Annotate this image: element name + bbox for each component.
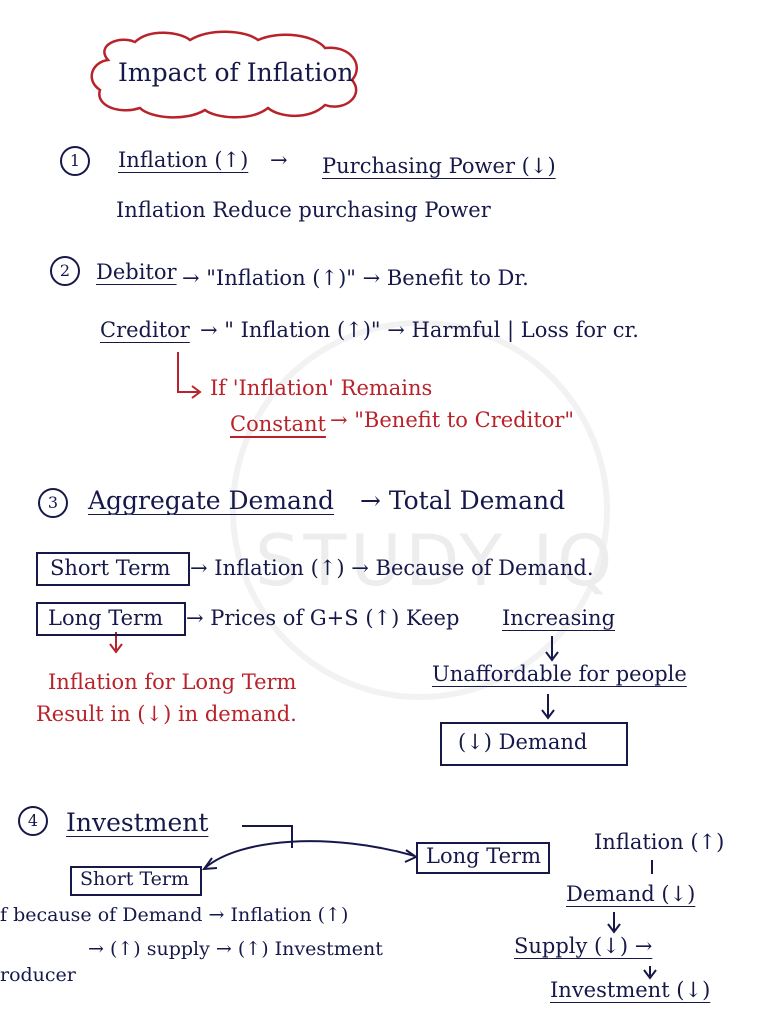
- creditor-hook-arrow: [177, 352, 198, 393]
- s4-inflation-up: Inflation (↑): [594, 830, 725, 854]
- s4-line-2: → (↑) supply → (↑) Investment: [88, 938, 383, 960]
- section-number-4: 4: [18, 806, 48, 836]
- unaffordable-down-arrow: [541, 694, 555, 720]
- s4-short-term-box: [70, 866, 202, 896]
- s4-supply-down: Supply (↓) →: [514, 934, 653, 958]
- s1-arrow: →: [270, 148, 288, 172]
- s1-note: Inflation Reduce purchasing Power: [116, 198, 491, 222]
- s3-increasing: Increasing: [502, 606, 616, 630]
- investment-branch-curve: [204, 840, 416, 869]
- s4-short-term: Short Term: [80, 868, 189, 890]
- long-term-box: [36, 602, 186, 636]
- s4-long-term: Long Term: [426, 844, 541, 868]
- short-term-box: [36, 552, 190, 586]
- s4-line-3: roducer: [0, 964, 76, 986]
- s2-red-note-constant: Constant: [230, 412, 326, 436]
- s2-red-note-2: → "Benefit to Creditor": [330, 408, 575, 432]
- s3-aggregate-demand: Aggregate Demand: [88, 486, 335, 515]
- section-number-2: 2: [50, 256, 80, 286]
- s2-creditor: Creditor: [100, 318, 190, 342]
- chain-arrow-3: [643, 966, 657, 980]
- s3-red-note-2: Result in (↓) in demand.: [36, 702, 297, 726]
- s2-red-note-1: If 'Inflation' Remains: [210, 376, 433, 400]
- s3-demand-down: (↓) Demand: [458, 730, 588, 754]
- page-title: Impact of Inflation: [118, 58, 354, 87]
- section-number-1: 1: [60, 146, 90, 176]
- s1-purchasing-power: Purchasing Power (↓): [322, 154, 556, 178]
- demand-down-box: [440, 722, 628, 766]
- s4-investment: Investment: [66, 808, 209, 837]
- increasing-down-arrow: [545, 636, 559, 662]
- s3-short-relation: → Inflation (↑) → Because of Demand.: [190, 556, 594, 580]
- investment-bracket: [242, 825, 293, 848]
- s2-creditor-relation: → " Inflation (↑)" → Harmful | Loss for …: [200, 318, 639, 342]
- s4-line-1: f because of Demand → Inflation (↑): [0, 904, 349, 926]
- s4-long-term-box: [416, 842, 550, 874]
- s4-investment-down: Investment (↓): [550, 978, 711, 1002]
- s3-unaffordable: Unaffordable for people: [432, 662, 687, 686]
- section-number-3: 3: [38, 488, 68, 518]
- s3-short-term: Short Term: [50, 556, 171, 580]
- s3-long-relation: → Prices of G+S (↑) Keep: [186, 606, 460, 630]
- watermark-ring: [230, 320, 610, 700]
- title-cloud: [90, 30, 358, 119]
- s3-total-demand: → Total Demand: [360, 486, 566, 515]
- s2-debtor: Debitor: [96, 260, 177, 284]
- chain-arrow-2: [607, 912, 621, 934]
- s4-demand-down: Demand (↓): [566, 882, 696, 906]
- s2-debtor-relation: → "Inflation (↑)" → Benefit to Dr.: [182, 266, 529, 290]
- watermark-logo: STUDY IQ: [255, 520, 617, 602]
- s3-red-note-1: Inflation for Long Term: [48, 670, 297, 694]
- s1-inflation: Inflation (↑): [118, 148, 249, 172]
- s3-long-term: Long Term: [48, 606, 163, 630]
